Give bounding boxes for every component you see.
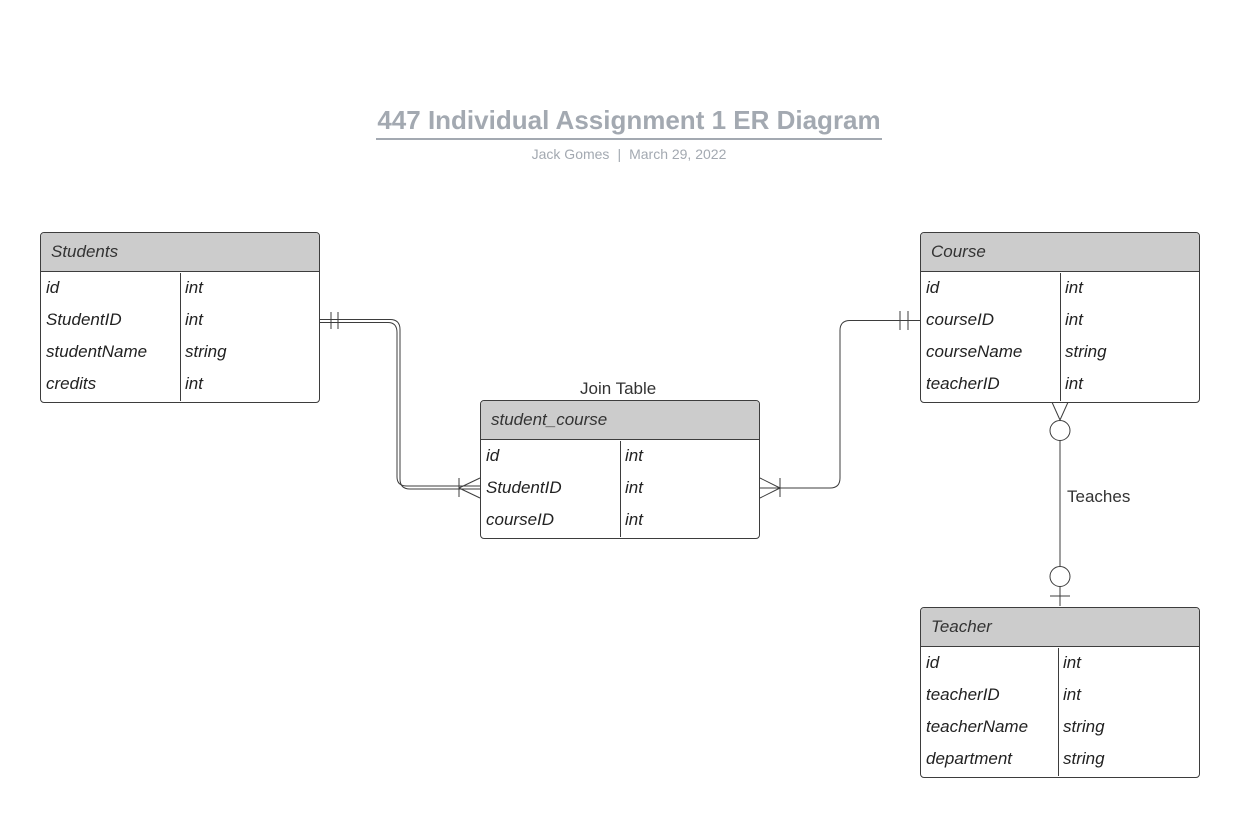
crow-foot-sc-left-1 xyxy=(458,477,481,489)
field-name: teacherID xyxy=(921,369,1061,401)
field-type: int xyxy=(1065,278,1083,297)
entity-row: courseID int xyxy=(921,305,1199,337)
field-type: string xyxy=(1063,717,1105,736)
field-name: courseID xyxy=(921,305,1061,337)
field-name: studentName xyxy=(41,337,181,369)
entity-row: teacherName string xyxy=(921,712,1199,744)
zero-mark-teacher xyxy=(1049,566,1071,587)
field-type: int xyxy=(625,478,643,497)
crow-foot-sc-right-2 xyxy=(759,487,781,499)
entity-row: teacherID int xyxy=(921,369,1199,401)
field-type: string xyxy=(185,342,227,361)
crow-foot-course-1 xyxy=(1050,399,1061,421)
field-type: int xyxy=(185,278,203,297)
field-name: teacherID xyxy=(921,680,1059,712)
field-type: int xyxy=(185,310,203,329)
teacher-entity[interactable]: Teacher id int teacherID int teacherName… xyxy=(920,607,1200,778)
field-name: StudentID xyxy=(41,305,181,337)
entity-row: StudentID int xyxy=(481,473,759,505)
students-student-course-connector xyxy=(320,312,481,499)
course-student-course-connector xyxy=(759,311,920,499)
field-name: id xyxy=(921,648,1059,680)
field-name: courseName xyxy=(921,337,1061,369)
entity-row: credits int xyxy=(41,369,319,401)
students-entity[interactable]: Students id int StudentID int studentNam… xyxy=(40,232,320,403)
entity-row: id int xyxy=(481,441,759,473)
entity-header: student_course xyxy=(481,401,759,440)
entity-header: Course xyxy=(921,233,1199,272)
entity-header: Teacher xyxy=(921,608,1199,647)
field-name: StudentID xyxy=(481,473,621,505)
field-type: int xyxy=(185,374,203,393)
subtitle-separator: | xyxy=(617,146,622,162)
field-name: id xyxy=(41,273,181,305)
field-type: string xyxy=(1065,342,1107,361)
crow-foot-course-2 xyxy=(1059,399,1070,421)
crow-foot-sc-left-2 xyxy=(458,487,481,499)
author-name: Jack Gomes xyxy=(531,146,610,162)
diagram-date: March 29, 2022 xyxy=(629,146,727,162)
field-name: department xyxy=(921,744,1059,776)
field-type: string xyxy=(1063,749,1105,768)
entity-header: Students xyxy=(41,233,319,272)
field-type: int xyxy=(1065,310,1083,329)
diagram-subtitle: Jack Gomes | March 29, 2022 xyxy=(0,146,1258,162)
field-name: id xyxy=(921,273,1061,305)
entity-row: teacherID int xyxy=(921,680,1199,712)
entity-row: StudentID int xyxy=(41,305,319,337)
field-type: int xyxy=(625,510,643,529)
entity-row: id int xyxy=(921,648,1199,680)
entity-row: id int xyxy=(41,273,319,305)
entity-row: id int xyxy=(921,273,1199,305)
field-name: teacherName xyxy=(921,712,1059,744)
field-name: courseID xyxy=(481,505,621,537)
teaches-relationship-label: Teaches xyxy=(1067,487,1131,506)
field-name: id xyxy=(481,441,621,473)
zero-mark-course xyxy=(1049,420,1071,441)
field-type: int xyxy=(625,446,643,465)
crow-foot-sc-right-1 xyxy=(759,477,781,489)
entity-row: courseID int xyxy=(481,505,759,537)
field-type: int xyxy=(1063,685,1081,704)
entity-row: courseName string xyxy=(921,337,1199,369)
join-table-label: Join Table xyxy=(580,379,657,398)
student-course-entity[interactable]: student_course id int StudentID int cour… xyxy=(480,400,760,539)
field-type: int xyxy=(1063,653,1081,672)
entity-row: studentName string xyxy=(41,337,319,369)
field-type: int xyxy=(1065,374,1083,393)
field-name: credits xyxy=(41,369,181,401)
course-entity[interactable]: Course id int courseID int courseName st… xyxy=(920,232,1200,403)
teacher-course-connector xyxy=(1049,399,1071,606)
entity-row: department string xyxy=(921,744,1199,776)
